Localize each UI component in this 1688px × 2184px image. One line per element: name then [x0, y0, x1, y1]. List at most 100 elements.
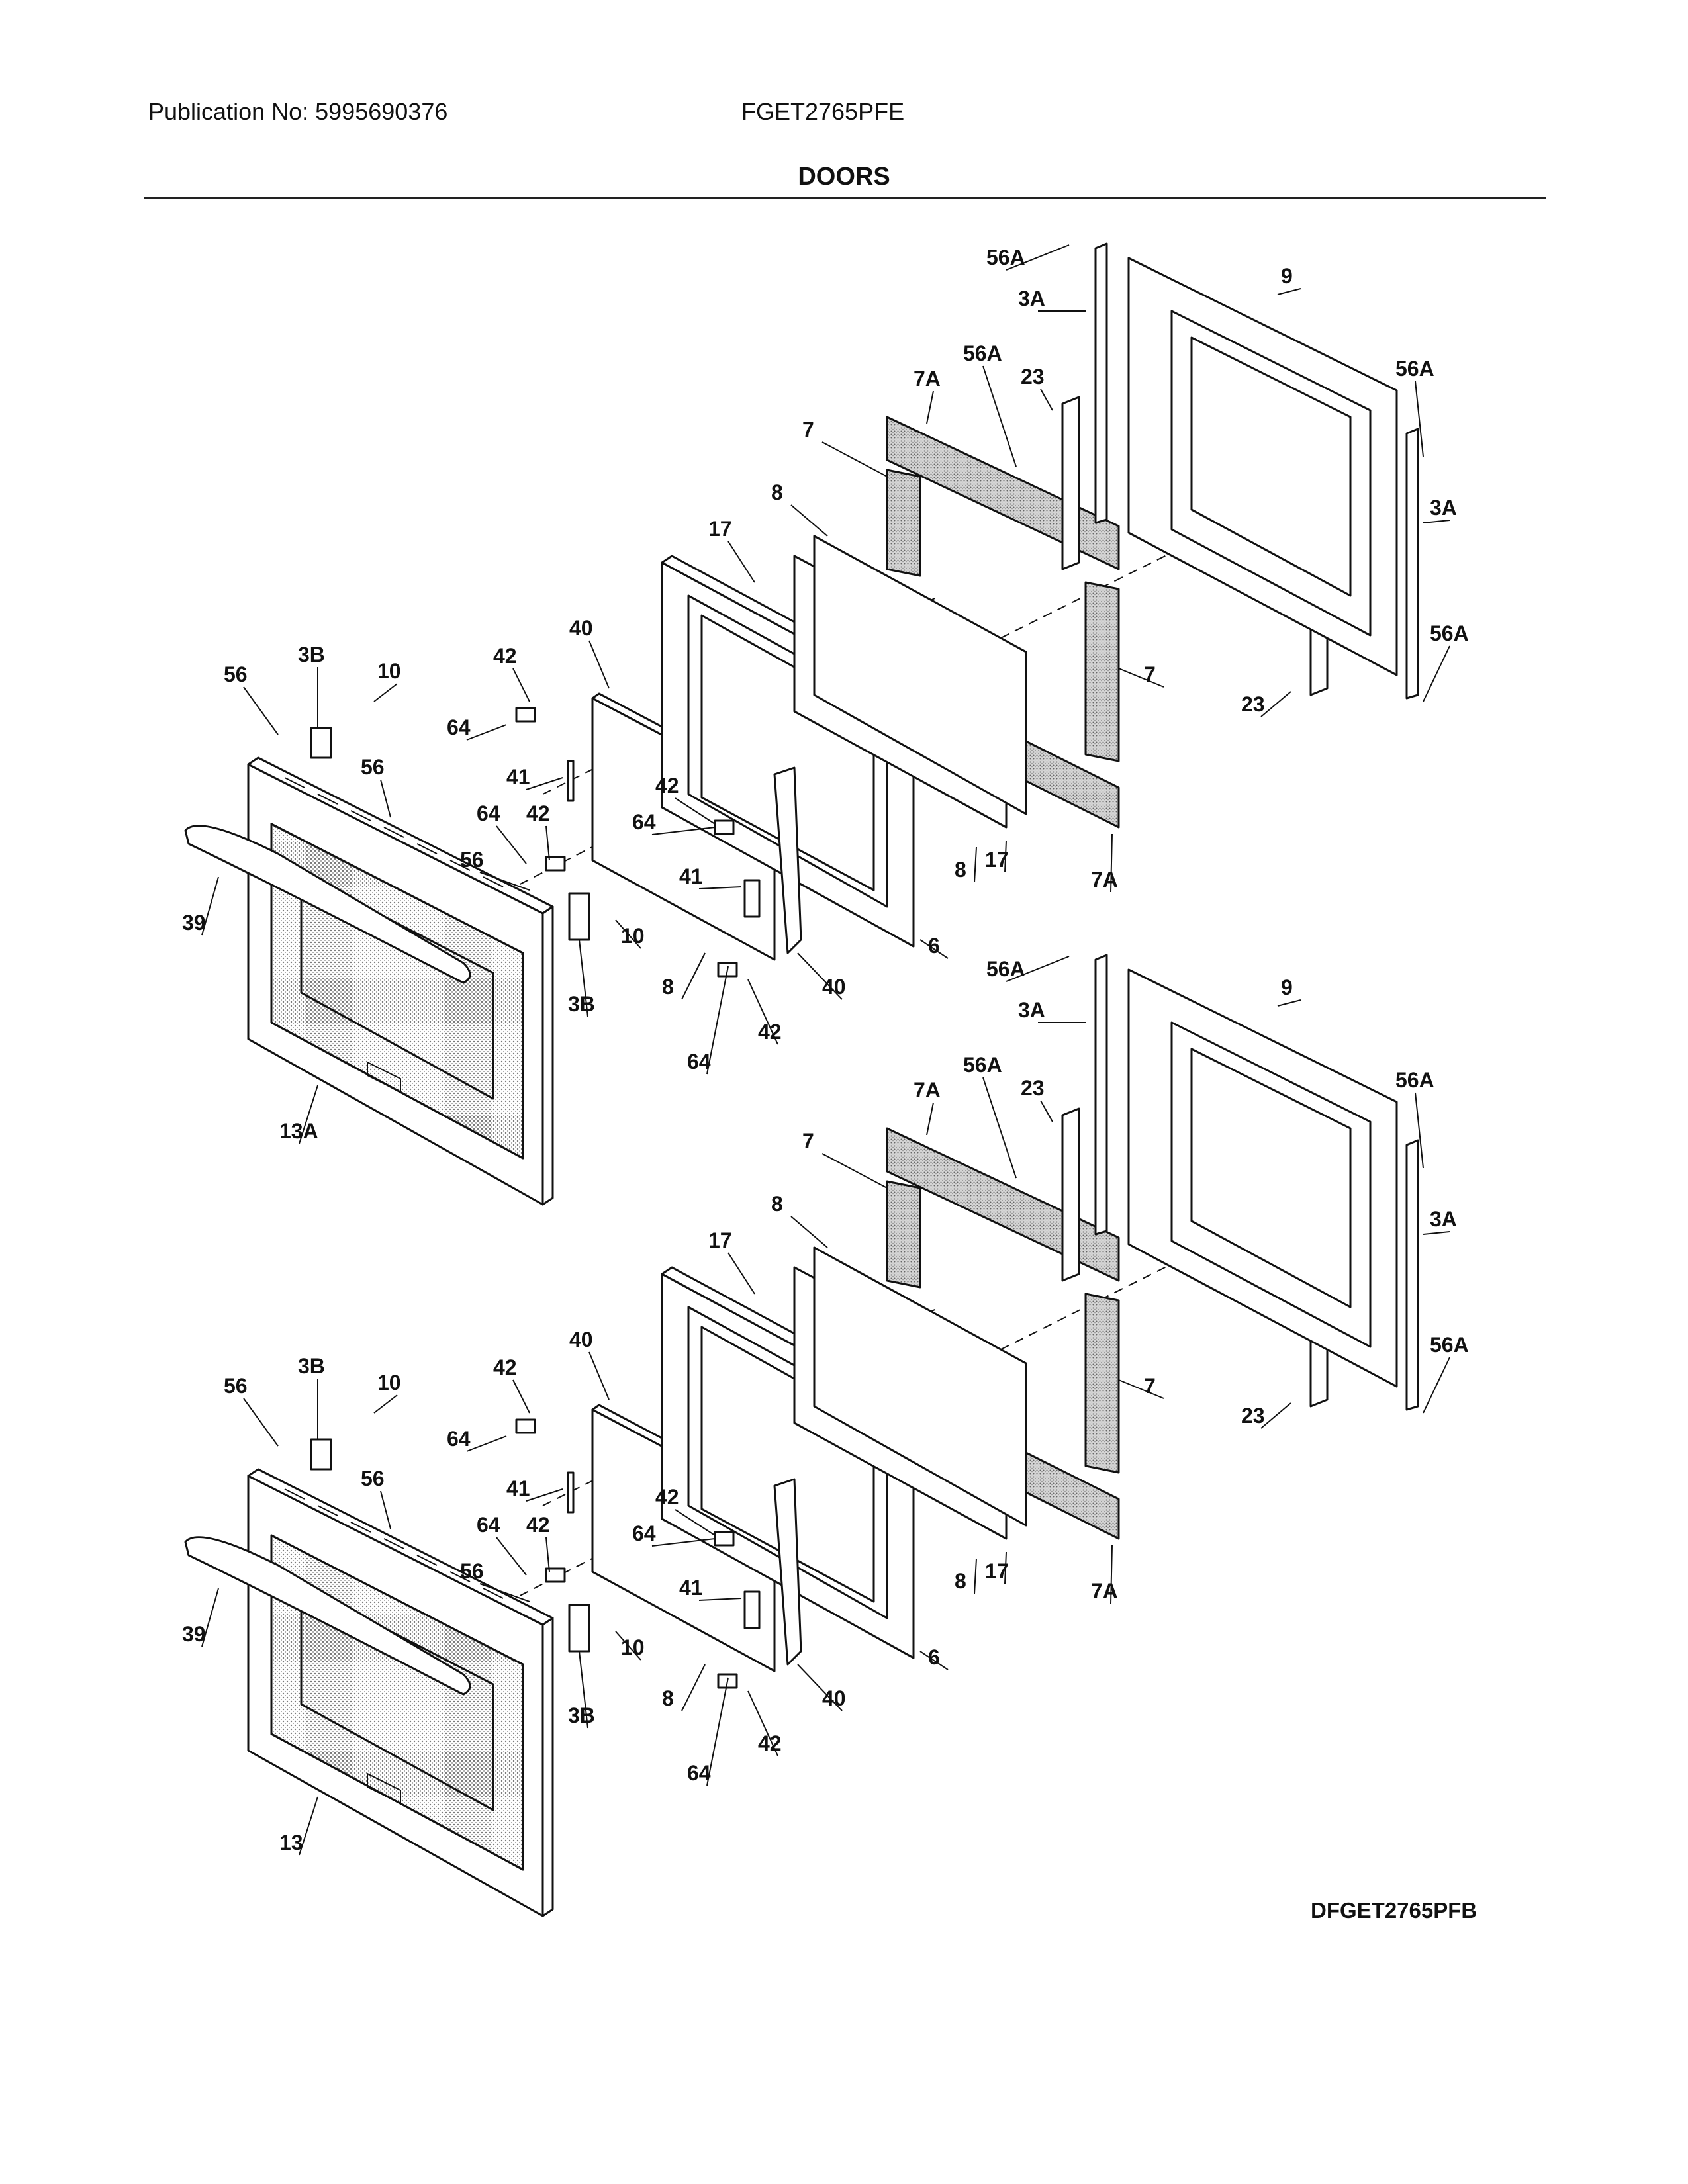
callout-label: 42 [493, 1355, 517, 1379]
callout-label: 7A [914, 1078, 941, 1102]
leader-line [1260, 691, 1291, 717]
callout-label: 17 [985, 848, 1009, 872]
leader-line [526, 777, 563, 790]
callout-label: 42 [655, 1485, 679, 1509]
leader-line [681, 952, 706, 1000]
leader-line [466, 724, 507, 741]
leader-line [1006, 956, 1070, 982]
callout-label: 8 [662, 1686, 674, 1710]
leader-line [974, 846, 977, 883]
leader-line [919, 1651, 949, 1670]
leader-line [373, 1394, 398, 1414]
callout-label: 7 [802, 1129, 814, 1153]
callout-label: 56A [1395, 1068, 1434, 1092]
leader-line [496, 825, 527, 864]
leader-line [615, 1631, 641, 1661]
leader-line [681, 1664, 706, 1711]
leader-line [512, 1379, 530, 1414]
leader-line [1423, 520, 1450, 523]
leader-line [1423, 1357, 1450, 1414]
callout-label: 40 [822, 975, 846, 999]
callout-label: 56A [963, 341, 1002, 365]
callout-label: 3B [298, 643, 325, 666]
callout-label: 42 [493, 644, 517, 668]
leader-line [926, 1102, 934, 1136]
leader-line [479, 1583, 530, 1602]
callout-label: 3A [1430, 1207, 1457, 1231]
leader-line [1004, 1551, 1007, 1584]
leader-line [926, 390, 934, 424]
leader-line [588, 1351, 610, 1400]
callout-label: 3A [1018, 998, 1045, 1022]
callout-label: 17 [708, 1228, 732, 1252]
leader-line [526, 1488, 563, 1502]
leader-line [706, 966, 729, 1075]
callout-label: 8 [955, 858, 966, 882]
leader-line [1423, 1231, 1450, 1235]
callout-label: 56 [224, 662, 248, 686]
callout-label: 7A [914, 367, 941, 390]
callout-label: 3B [568, 1704, 595, 1727]
callout-label: 42 [655, 774, 679, 797]
section-title: DOORS [798, 163, 890, 191]
diagram-code: DFGET2765PFB [1311, 1898, 1477, 1923]
callout-label: 13A [279, 1119, 318, 1143]
leader-line [675, 1509, 716, 1536]
leader-line [243, 686, 279, 735]
callout-label: 10 [621, 1635, 645, 1659]
leader-line [821, 441, 888, 477]
callout-label: 10 [621, 924, 645, 948]
leader-line [821, 1153, 888, 1189]
callout-label: 9 [1281, 264, 1293, 288]
leader-line [1040, 388, 1053, 411]
callout-label: 23 [1021, 365, 1045, 388]
callout-label: 7 [1144, 662, 1156, 686]
leader-line [380, 1490, 391, 1529]
leader-line [579, 939, 588, 1017]
callout-label: 64 [632, 810, 656, 834]
leader-line [1040, 1100, 1053, 1122]
callout-label: 40 [569, 1328, 593, 1351]
leader-line [727, 1252, 755, 1295]
callout-label: 8 [771, 1192, 783, 1216]
callout-label: 42 [526, 1513, 550, 1537]
leader-line [380, 779, 391, 818]
model-number: FGET2765PFE [741, 98, 905, 125]
callout-label: 56 [361, 755, 385, 779]
leader-line [919, 939, 949, 959]
callout-label: 6 [928, 934, 940, 958]
callout-label: 39 [182, 1622, 206, 1646]
leader-line [797, 952, 843, 1000]
callout-label: 41 [506, 1477, 530, 1500]
callout-label: 23 [1241, 1404, 1265, 1428]
callout-label: 23 [1241, 692, 1265, 716]
leader-line [1260, 1402, 1291, 1429]
leader-line [545, 825, 550, 861]
leader-line [1110, 1545, 1113, 1604]
callout-label: 3A [1430, 496, 1457, 520]
callout-label: 13 [279, 1831, 303, 1854]
leader-line [747, 979, 778, 1045]
leader-line [982, 1077, 1017, 1179]
callout-label: 39 [182, 911, 206, 934]
callout-label: 40 [822, 1686, 846, 1710]
callout-label: 8 [955, 1569, 966, 1593]
leader-line [579, 1651, 588, 1729]
leader-line [588, 640, 610, 689]
publication-number: Publication No: 5995690376 [148, 98, 448, 125]
callout-label: 10 [377, 1371, 401, 1394]
callout-label: 56A [986, 957, 1025, 981]
callout-label: 40 [569, 616, 593, 640]
leader-line [747, 1690, 778, 1756]
callout-label: 56 [224, 1374, 248, 1398]
callout-label: 23 [1021, 1076, 1045, 1100]
callout-label: 56A [963, 1053, 1002, 1077]
leader-line [698, 886, 742, 889]
leader-line [512, 668, 530, 702]
callout-label: 41 [506, 765, 530, 789]
leader-line [1423, 645, 1450, 702]
leader-line [1118, 1379, 1164, 1399]
callout-label: 64 [477, 801, 500, 825]
callout-label: 42 [758, 1020, 782, 1044]
